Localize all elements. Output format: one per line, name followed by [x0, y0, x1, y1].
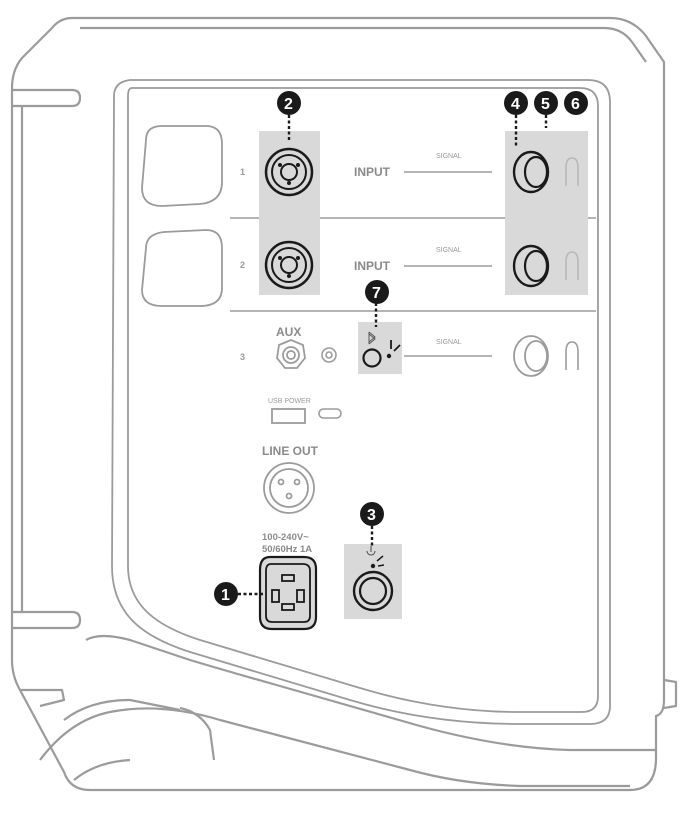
svg-text:6: 6: [571, 96, 580, 113]
callout-5: 5: [534, 91, 558, 115]
combo-input-jack-1[interactable]: [264, 147, 314, 197]
svg-text:7: 7: [372, 285, 381, 302]
lower-handle-recess: [141, 229, 223, 307]
power-rating-line2: 50/60Hz 1A: [262, 544, 312, 555]
callout-6: 6: [564, 91, 588, 115]
channel-row-3: 3 AUX SIGNAL: [240, 325, 579, 377]
channel-2-knob[interactable]: [512, 244, 550, 288]
aux-quarter-inch-jack[interactable]: [276, 339, 306, 369]
channel-3-signal-light: [565, 341, 579, 370]
row-3-number: 3: [240, 352, 245, 362]
speaker-body: [10, 16, 678, 792]
callout-leaders: [238, 115, 548, 596]
channel-row-1: 1 INPUT SIGNAL: [240, 147, 579, 197]
svg-text:5: 5: [541, 96, 550, 113]
row-2-input-label: INPUT: [354, 259, 391, 273]
power-rating-line1: 100-240V~: [262, 532, 309, 543]
bluetooth-led: [386, 353, 392, 359]
callout-2: 2: [277, 91, 301, 115]
line-out-xlr-jack[interactable]: [263, 462, 315, 514]
channel-1-knob[interactable]: [512, 150, 550, 194]
aux-label: AUX: [276, 325, 301, 339]
callout-3: 3: [360, 502, 384, 526]
line-out-label: LINE OUT: [262, 444, 319, 458]
svg-text:3: 3: [367, 507, 376, 524]
iec-power-inlet[interactable]: [258, 555, 318, 631]
power-button[interactable]: [352, 546, 394, 612]
power-inlet-section: 100-240V~ 50/60Hz 1A: [258, 532, 318, 631]
usb-c-port[interactable]: [318, 408, 342, 419]
combo-input-jack-2[interactable]: [264, 240, 314, 290]
svg-text:1: 1: [221, 587, 230, 604]
callout-7: 7: [365, 280, 389, 304]
svg-text:4: 4: [511, 96, 520, 113]
channel-2-signal-light: [565, 251, 579, 280]
handle-recesses: [141, 125, 223, 307]
channel-row-2: 2 INPUT SIGNAL: [240, 240, 579, 290]
highlight-boxes: [259, 131, 588, 619]
svg-text:2: 2: [284, 96, 293, 113]
bluetooth-highlight: [358, 322, 402, 374]
bluetooth-pairing-button[interactable]: [362, 331, 401, 368]
row-1-number: 1: [240, 167, 245, 177]
row-1-input-label: INPUT: [354, 165, 391, 179]
connector-panel: [111, 79, 611, 725]
callout-4: 4: [504, 91, 528, 115]
row-1-signal-label: SIGNAL: [436, 153, 462, 160]
usb-a-port[interactable]: [271, 408, 306, 424]
bluetooth-icon: [368, 331, 376, 345]
upper-handle-recess: [141, 125, 223, 207]
power-icon: [366, 546, 376, 556]
callout-1: 1: [214, 582, 238, 606]
line-out-section: LINE OUT: [262, 444, 319, 514]
row-3-signal-label: SIGNAL: [436, 339, 462, 346]
channel-1-signal-light: [565, 157, 579, 186]
row-2-number: 2: [240, 260, 245, 270]
row-2-signal-label: SIGNAL: [436, 247, 462, 254]
usb-power-label: USB POWER: [268, 398, 311, 405]
callout-badges: 1 2 3 4 5 6 7: [214, 91, 588, 606]
power-led: [370, 563, 376, 569]
usb-power-section: USB POWER: [268, 398, 342, 424]
aux-eighth-inch-jack[interactable]: [321, 347, 337, 363]
channel-3-knob[interactable]: [513, 335, 549, 377]
power-button-highlight: [344, 544, 402, 619]
